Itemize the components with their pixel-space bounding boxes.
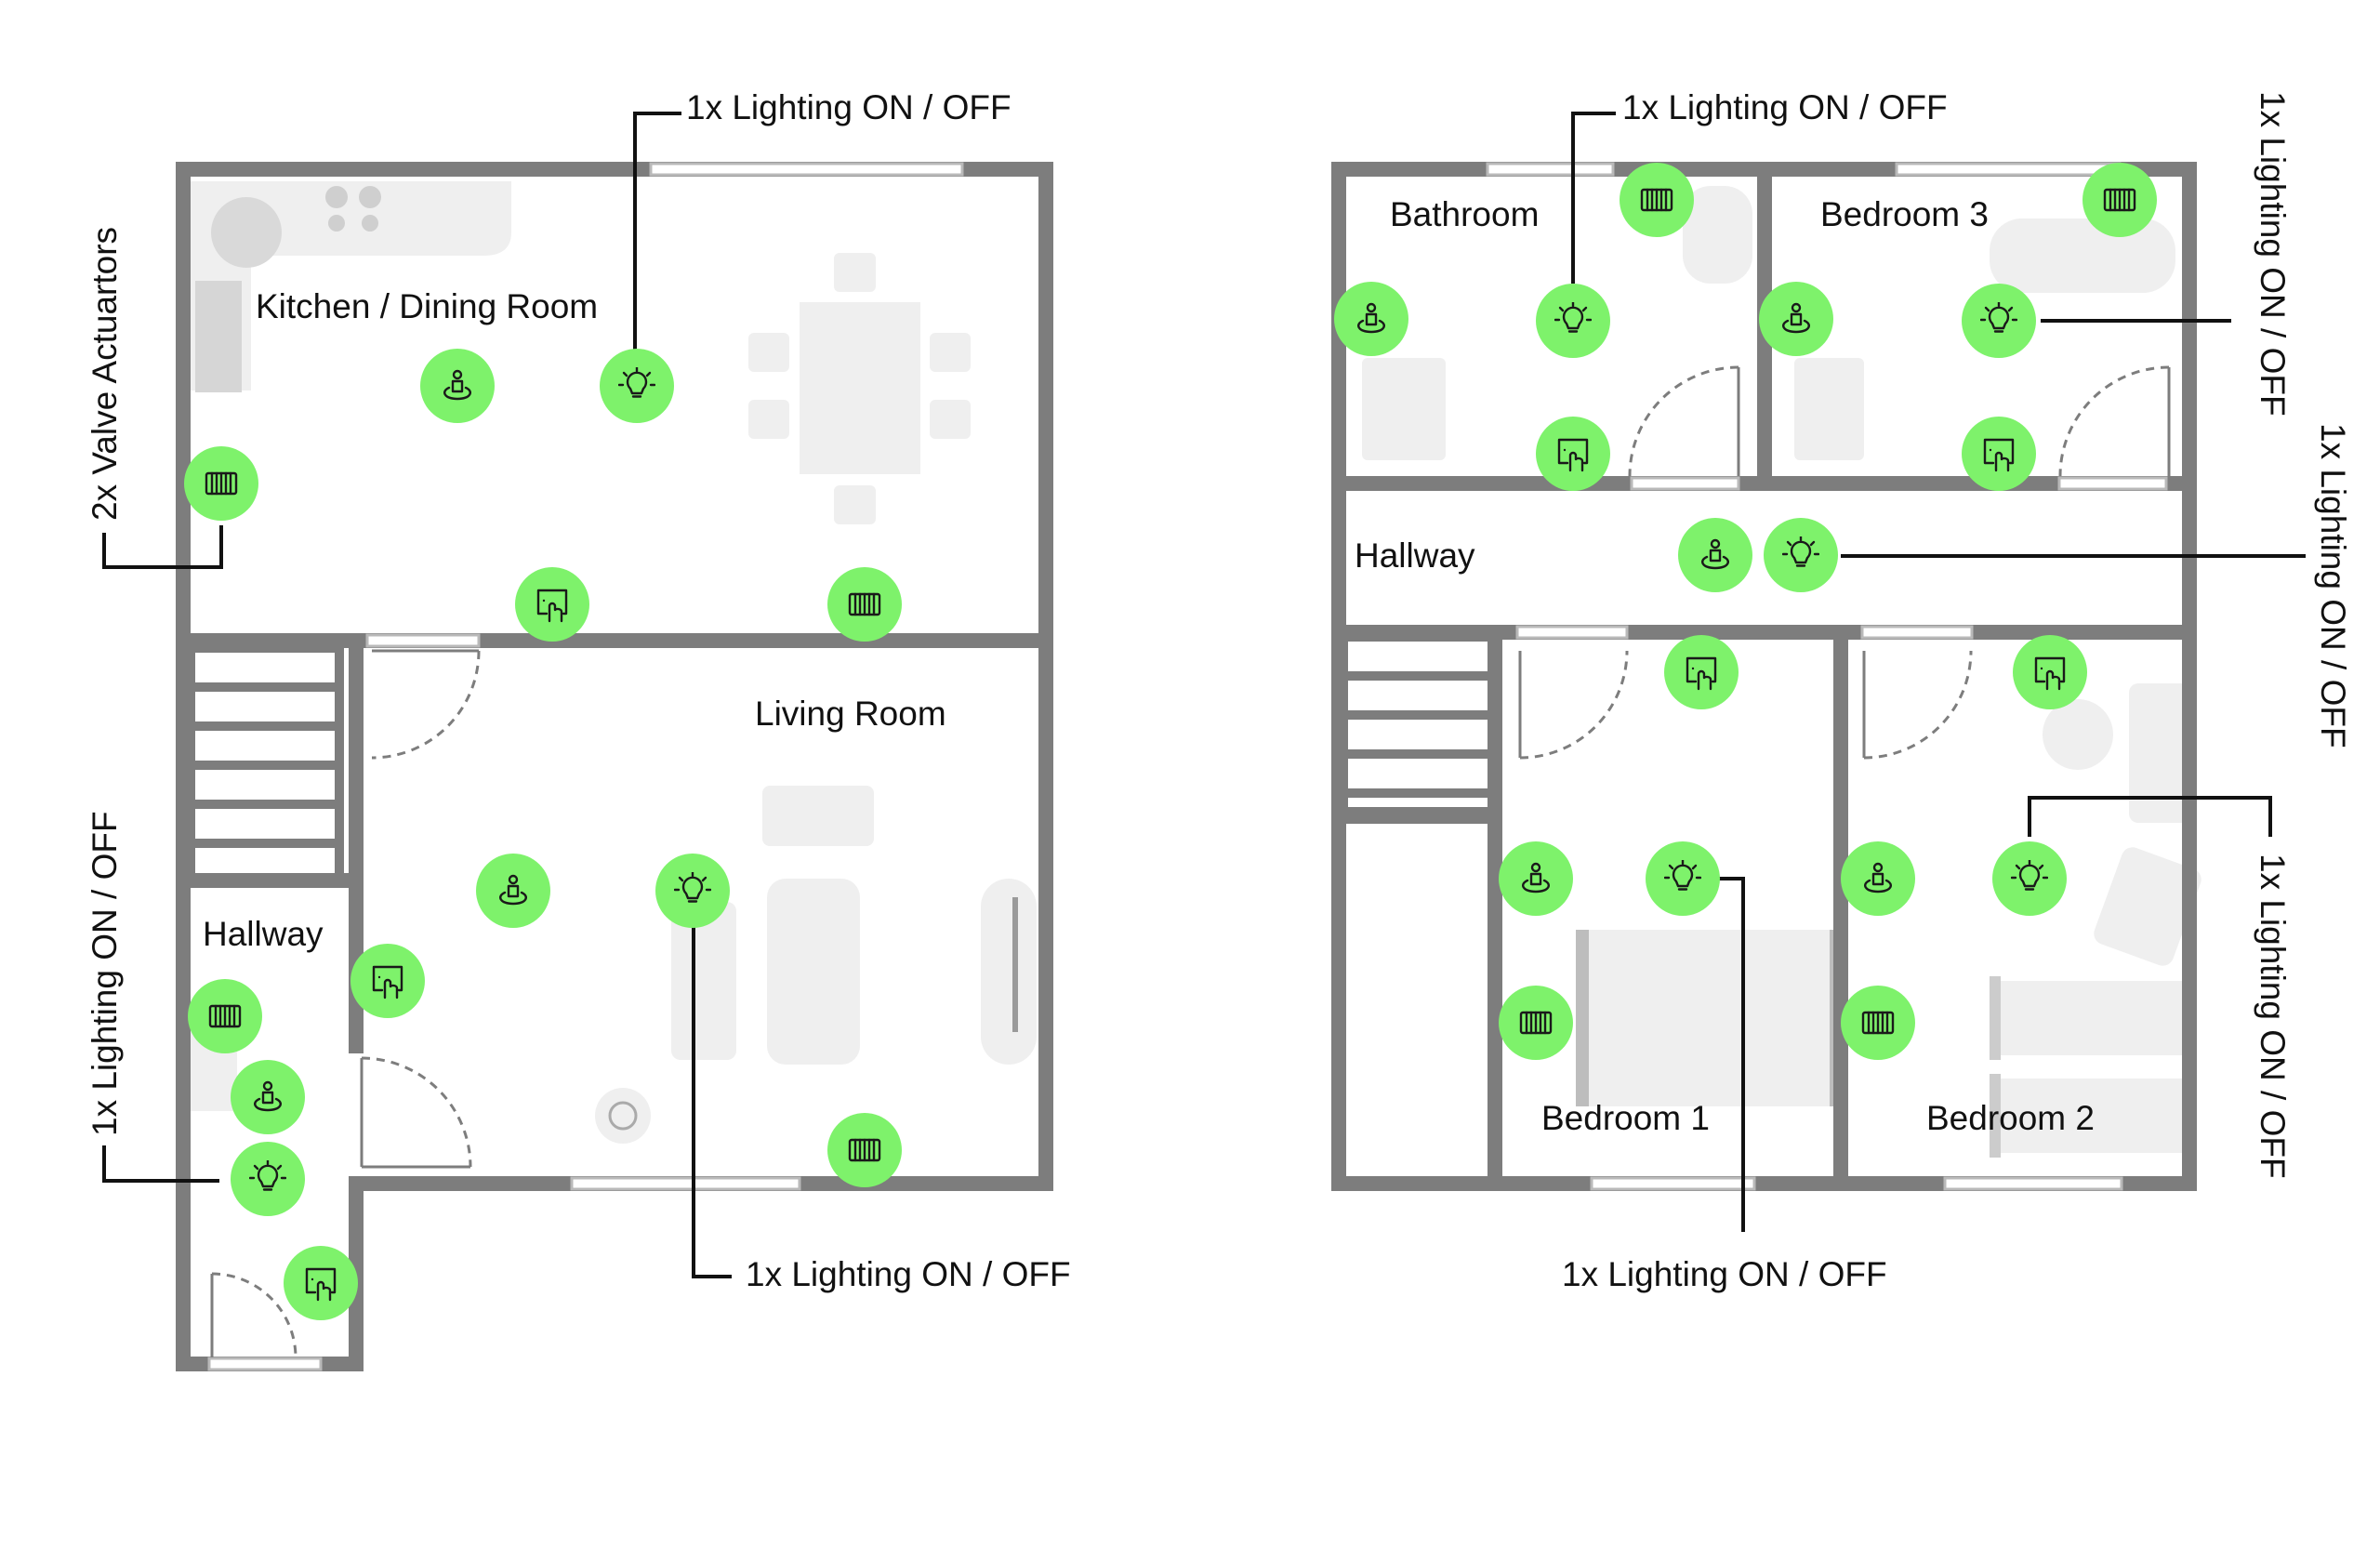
ground-hallway-radiator-valve[interactable] xyxy=(188,979,262,1053)
room-label-bedroom-1: Bedroom 1 xyxy=(1541,1099,1710,1137)
dining-radiator-valve[interactable] xyxy=(827,567,902,642)
first-hallway-light[interactable] xyxy=(1764,518,1838,592)
bedroom2-touch-switch[interactable] xyxy=(2013,635,2087,709)
room-label-first-hallway: Hallway xyxy=(1355,536,1475,575)
living-radiator-valve[interactable] xyxy=(827,1113,902,1187)
ground-hallway-light[interactable] xyxy=(231,1142,305,1216)
first-floor-stairs xyxy=(1339,632,1497,816)
kitchen-motion-sensor[interactable] xyxy=(420,349,495,423)
bedroom2-light[interactable] xyxy=(1992,841,2067,916)
living-motion-sensor[interactable] xyxy=(476,854,550,928)
bedroom1-radiator-valve[interactable] xyxy=(1499,986,1573,1060)
kitchen-furniture xyxy=(186,181,971,524)
callout-bedroom1-lighting: 1x Lighting ON / OFF xyxy=(1562,1255,1887,1293)
first-floor-plan: Bathroom Bedroom 3 Hallway Bedroom 1 Bed… xyxy=(1331,88,2352,1293)
callout-living-lighting: 1x Lighting ON / OFF xyxy=(746,1255,1071,1293)
bedroom3-motion-sensor[interactable] xyxy=(1759,282,1833,356)
ground-floor-stairs xyxy=(186,643,344,885)
room-label-bathroom: Bathroom xyxy=(1390,195,1539,233)
bedroom3-radiator-valve[interactable] xyxy=(2082,163,2157,237)
bathroom-radiator-valve[interactable] xyxy=(1620,163,1694,237)
first-hallway-motion-sensor[interactable] xyxy=(1678,518,1752,592)
bedroom3-touch-switch[interactable] xyxy=(1962,417,2036,491)
bedroom2-motion-sensor[interactable] xyxy=(1841,841,1915,916)
ground-hallway-touch-switch[interactable] xyxy=(284,1246,358,1320)
bathroom-motion-sensor[interactable] xyxy=(1334,282,1408,356)
bedroom1-motion-sensor[interactable] xyxy=(1499,841,1573,916)
bathroom-light[interactable] xyxy=(1536,284,1610,358)
room-label-bedroom-2: Bedroom 2 xyxy=(1926,1099,2095,1137)
room-label-bedroom-3: Bedroom 3 xyxy=(1820,195,1989,233)
living-room-furniture xyxy=(191,786,1037,1144)
bedroom1-touch-switch[interactable] xyxy=(1664,635,1739,709)
callout-ground-hallway-lighting: 1x Lighting ON / OFF xyxy=(86,811,124,1136)
callout-kitchen-lighting: 1x Lighting ON / OFF xyxy=(686,88,1012,126)
room-label-kitchen: Kitchen / Dining Room xyxy=(256,287,598,325)
room-label-ground-hallway: Hallway xyxy=(203,915,324,953)
living-touch-switch[interactable] xyxy=(350,944,425,1018)
callout-valve-actuators: 2x Valve Actuartors xyxy=(86,227,124,521)
bathroom-touch-switch[interactable] xyxy=(1536,417,1610,491)
kitchen-radiator-valve[interactable] xyxy=(184,446,258,521)
room-label-living-room: Living Room xyxy=(755,695,946,733)
ground-floor-outer-wall xyxy=(176,162,1053,1371)
bedroom3-light[interactable] xyxy=(1962,284,2036,358)
kitchen-light[interactable] xyxy=(600,349,674,423)
callout-first-hallway-lighting: 1x Lighting ON / OFF xyxy=(2314,423,2352,748)
callout-bathroom-lighting: 1x Lighting ON / OFF xyxy=(1622,88,1948,126)
bedroom1-light[interactable] xyxy=(1646,841,1720,916)
living-light[interactable] xyxy=(655,854,730,928)
ground-floor-plan: Kitchen / Dining Room Living Room Hallwa… xyxy=(86,88,1071,1371)
kitchen-touch-switch[interactable] xyxy=(515,567,589,642)
callout-bedroom3-lighting: 1x Lighting ON / OFF xyxy=(2254,91,2292,417)
ground-hallway-motion-sensor[interactable] xyxy=(231,1060,305,1134)
callout-bedroom2-lighting: 1x Lighting ON / OFF xyxy=(2254,854,2292,1179)
bedroom2-radiator-valve[interactable] xyxy=(1841,986,1915,1060)
